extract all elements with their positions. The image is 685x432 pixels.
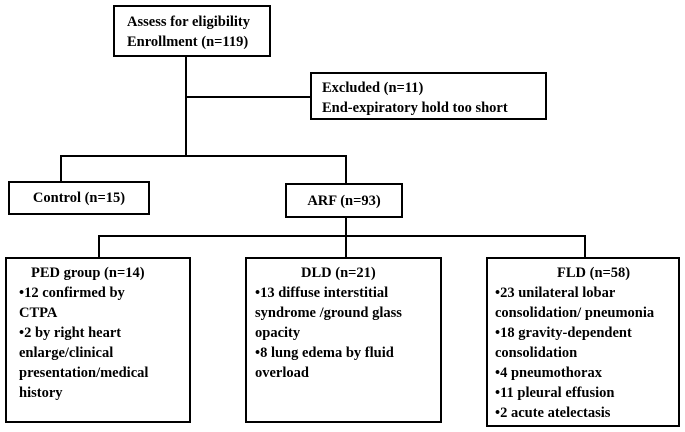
fld-box: FLD (n=58) •23 unilateral lobar consolid…: [486, 257, 680, 427]
ped-line-1: •12 confirmed by: [19, 285, 125, 301]
dld-line-5: overload: [255, 365, 309, 381]
connector-to-control: [60, 155, 62, 182]
connector-to-arf: [345, 155, 347, 183]
ped-line-6: history: [19, 385, 63, 401]
connector-to-fld: [584, 235, 586, 258]
enrollment-box: Assess for eligibility Enrollment (n=119…: [113, 5, 271, 57]
ped-line-2: CTPA: [19, 305, 58, 321]
fld-line-5: •4 pneumothorax: [495, 365, 602, 381]
ped-box: PED group (n=14) •12 confirmed by CTPA •…: [5, 257, 191, 423]
connector-to-ped: [98, 235, 100, 258]
fld-line-4: consolidation: [495, 345, 578, 361]
ped-line-3: •2 by right heart: [19, 325, 122, 341]
fld-title: FLD (n=58): [557, 265, 631, 281]
ped-line-4: enlarge/clinical: [19, 345, 114, 361]
fld-line-7: •2 acute atelectasis: [495, 405, 611, 421]
enrollment-line-2: Enrollment (n=119): [127, 34, 249, 50]
dld-title: DLD (n=21): [301, 265, 376, 281]
connector-split-horizontal: [60, 155, 347, 157]
fld-line-6: •11 pleural effusion: [495, 385, 615, 401]
connector-to-dld: [345, 235, 347, 258]
connector-arf-down: [345, 218, 347, 237]
arf-box: ARF (n=93): [285, 183, 403, 218]
ped-title: PED group (n=14): [31, 265, 145, 281]
excluded-box: Excluded (n=11) End-expiratory hold too …: [310, 72, 547, 120]
connector-to-excluded: [185, 96, 310, 98]
ped-line-5: presentation/medical: [19, 365, 149, 381]
fld-line-2: consolidation/ pneumonia: [495, 305, 655, 321]
excluded-line-2: End-expiratory hold too short: [322, 100, 508, 116]
dld-line-3: opacity: [255, 325, 301, 341]
fld-line-1: •23 unilateral lobar: [495, 285, 616, 301]
dld-line-4: •8 lung edema by fluid: [255, 345, 394, 361]
enrollment-line-1: Assess for eligibility: [127, 14, 250, 30]
control-box: Control (n=15): [8, 181, 150, 215]
connector-bottom-horizontal: [98, 235, 586, 237]
fld-line-3: •18 gravity-dependent: [495, 325, 632, 341]
arf-label: ARF (n=93): [307, 193, 381, 209]
dld-box: DLD (n=21) •13 diffuse interstitial synd…: [245, 257, 442, 423]
connector-main-vertical: [185, 57, 187, 157]
control-label: Control (n=15): [32, 190, 126, 206]
excluded-line-1: Excluded (n=11): [322, 80, 424, 96]
dld-line-2: syndrome /ground glass: [255, 305, 402, 321]
dld-line-1: •13 diffuse interstitial: [255, 285, 389, 301]
